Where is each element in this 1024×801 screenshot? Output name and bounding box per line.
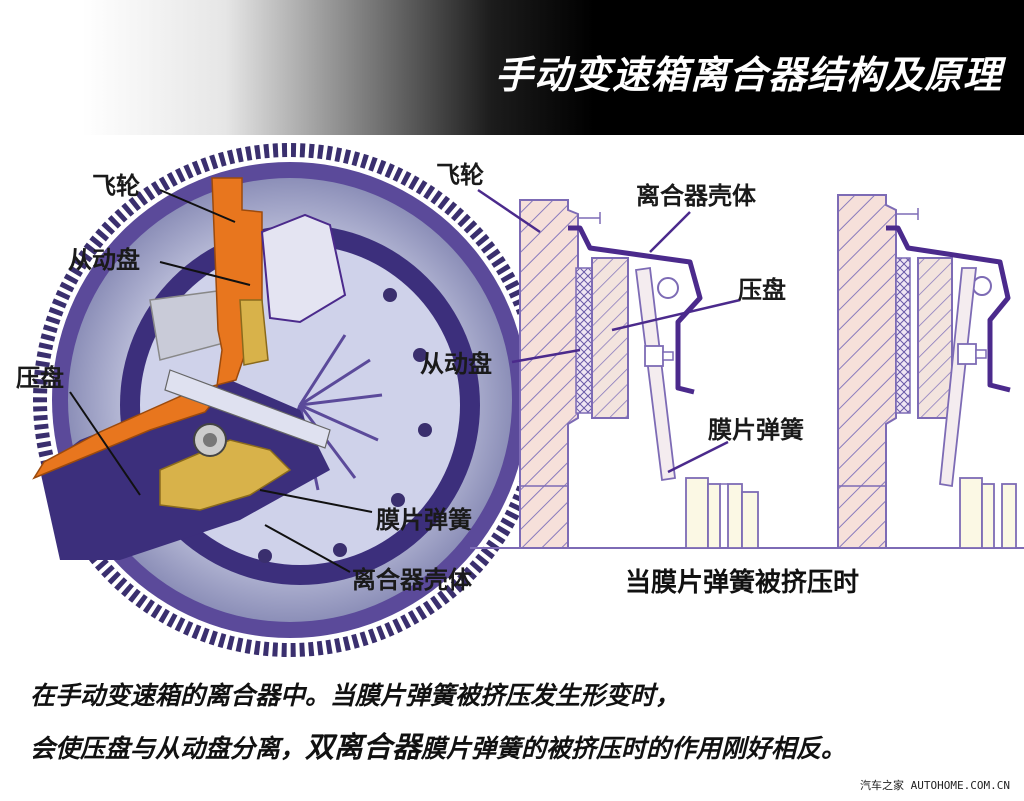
schematic-b bbox=[837, 194, 1017, 549]
description-line-1: 在手动变速箱的离合器中。当膜片弹簧被挤压发生形变时， bbox=[30, 681, 681, 710]
label-flywheel-left: 飞轮 bbox=[92, 172, 140, 200]
label-driven-plate-right: 从动盘 bbox=[420, 350, 492, 378]
description-line-2: 会使压盘与从动盘分离，双离合器膜片弹簧的被挤压时的作用刚好相反。 bbox=[30, 724, 846, 766]
label-driven-plate-left: 从动盘 bbox=[68, 246, 140, 274]
label-diaphragm-spring-left: 膜片弹簧 bbox=[376, 506, 472, 534]
label-pressure-plate-left: 压盘 bbox=[16, 364, 64, 392]
page-title: 手动变速箱离合器结构及原理 bbox=[494, 53, 1002, 97]
schematic-a bbox=[519, 199, 759, 549]
description-line-2-part-1: 会使压盘与从动盘分离， bbox=[30, 734, 306, 763]
schematic-caption: 当膜片弹簧被挤压时 bbox=[625, 568, 860, 598]
label-clutch-housing-left: 离合器壳体 bbox=[352, 566, 472, 594]
clutch-schematic bbox=[470, 188, 1024, 549]
watermark: 汽车之家 AUTOHOME.COM.CN bbox=[860, 779, 1010, 792]
left-leader-lines bbox=[69, 189, 373, 573]
clutch-cutaway-illustration bbox=[32, 143, 547, 657]
right-leader-lines bbox=[477, 188, 741, 474]
description-line-2-part-2: 膜片弹簧的被挤压时的作用刚好相反。 bbox=[421, 734, 847, 763]
header-banner: 手动变速箱离合器结构及原理 bbox=[0, 0, 1024, 135]
description-emphasis: 双离合器 bbox=[305, 730, 422, 764]
label-diaphragm-spring-right: 膜片弹簧 bbox=[708, 416, 804, 444]
label-pressure-plate-right: 压盘 bbox=[738, 276, 786, 304]
label-clutch-housing-right: 离合器壳体 bbox=[636, 182, 756, 210]
label-flywheel-right: 飞轮 bbox=[436, 161, 484, 189]
